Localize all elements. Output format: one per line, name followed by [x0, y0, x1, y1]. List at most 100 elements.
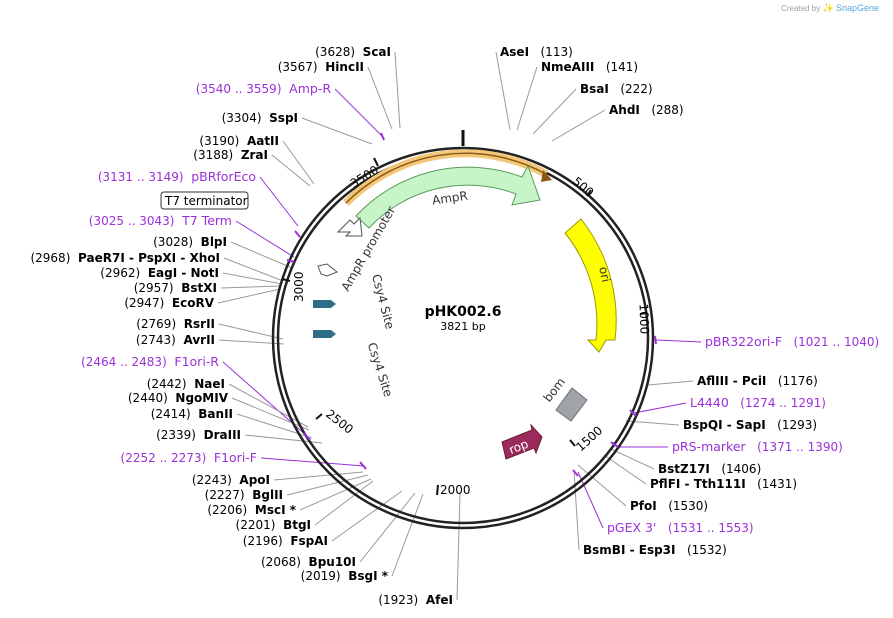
- site-position: (113): [541, 45, 573, 59]
- site-name: PflFI - Tth111I: [650, 477, 746, 491]
- csy4-site-a-feature[interactable]: [313, 300, 336, 308]
- site-label-left-3[interactable]: (3304) SspI: [222, 111, 298, 125]
- tick-1500: 1500: [573, 423, 605, 454]
- site-label-left-23[interactable]: (2206) MscI *: [207, 503, 296, 517]
- site-name: EcoRV: [172, 296, 215, 310]
- primer-label-left-15[interactable]: (2464 .. 2483) F1ori-R: [81, 354, 219, 369]
- site-label-left-14[interactable]: (2743) AvrII: [136, 333, 215, 347]
- site-position: (2068): [261, 555, 301, 569]
- scale-ticks: [281, 157, 648, 496]
- rop-feature[interactable]: [501, 423, 543, 460]
- site-label-right-5[interactable]: AflIII - PciI (1176): [697, 374, 818, 388]
- site-label-left-22[interactable]: (2227) BglII: [205, 488, 283, 502]
- site-name: BstZ17I: [658, 462, 710, 476]
- left-leader-line-28: [456, 493, 461, 601]
- site-name: pGEX 3': [607, 520, 656, 535]
- left-leader-line-24: [314, 480, 374, 526]
- t7-terminator-feature[interactable]: [317, 263, 338, 277]
- site-label-right-10[interactable]: PflFI - Tth111I (1431): [650, 477, 797, 491]
- site-label-right-0[interactable]: AseI (113): [500, 45, 573, 59]
- site-name: RsrII: [184, 317, 215, 331]
- site-position: (1530): [668, 499, 708, 513]
- site-label-left-21[interactable]: (2243) ApoI: [192, 473, 270, 487]
- site-label-left-11[interactable]: (2957) BstXI: [134, 281, 217, 295]
- site-label-left-27[interactable]: (2019) BsgI *: [301, 569, 389, 583]
- site-position: (1274 .. 1291): [740, 396, 826, 410]
- primer-label-left-7[interactable]: (3025 .. 3043) T7 Term: [89, 213, 232, 228]
- site-label-left-24[interactable]: (2201) BtgI: [236, 518, 311, 532]
- site-position: (3540 .. 3559): [196, 82, 282, 96]
- site-label-left-28[interactable]: (1923) AfeI: [378, 593, 453, 607]
- bom-feature[interactable]: [555, 387, 588, 422]
- site-label-left-26[interactable]: (2068) Bpu10I: [261, 555, 356, 569]
- plasmid-name: pHK002.6: [425, 304, 502, 320]
- site-label-left-19[interactable]: (2339) DraIII: [156, 428, 241, 442]
- site-name: ZraI: [241, 148, 268, 162]
- primer-label-left-20[interactable]: (2252 .. 2273) F1ori-F: [121, 450, 257, 465]
- primer-label-left-6[interactable]: (3131 .. 3149) pBRforEco: [98, 169, 256, 184]
- primer-label-right-12[interactable]: pGEX 3' (1531 .. 1553): [607, 520, 754, 535]
- site-name: BsaI: [580, 82, 609, 96]
- site-position: (2414): [151, 407, 191, 421]
- site-name: F1ori-R: [174, 354, 219, 369]
- site-name: T7 Term: [181, 213, 232, 228]
- site-label-left-8[interactable]: (3028) BlpI: [153, 235, 227, 249]
- site-name: AseI: [500, 45, 529, 59]
- site-label-left-0[interactable]: (3628) ScaI: [315, 45, 391, 59]
- primer-label-right-6[interactable]: L4440 (1274 .. 1291): [690, 395, 826, 410]
- site-position: (2339): [156, 428, 196, 442]
- site-name: pBRforEco: [191, 169, 256, 184]
- site-label-left-1[interactable]: (3567) HincII: [278, 60, 364, 74]
- ori-label: ori: [596, 265, 613, 283]
- site-position: (1371 .. 1390): [757, 440, 843, 454]
- branding-prefix: Created by: [781, 4, 821, 13]
- site-label-right-11[interactable]: PfoI (1530): [630, 499, 708, 513]
- site-label-left-25[interactable]: (2196) FspAI: [243, 534, 328, 548]
- selection-highlight-core: [345, 152, 547, 204]
- left-leader-line-0: [394, 51, 401, 129]
- site-position: (3025 .. 3043): [89, 214, 175, 228]
- primer-label-right-8[interactable]: pRS-marker (1371 .. 1390): [672, 439, 843, 454]
- ampr-promoter-feature[interactable]: [336, 216, 363, 237]
- site-label-left-16[interactable]: (2442) NaeI: [147, 377, 225, 391]
- left-leader-line-23: [299, 478, 372, 511]
- right-leader-line-9: [610, 448, 655, 470]
- site-name: NaeI: [194, 377, 225, 391]
- site-position: (1021 .. 1040): [793, 335, 879, 349]
- site-label-right-2[interactable]: BsaI (222): [580, 82, 653, 96]
- site-label-left-12[interactable]: (2947) EcoRV: [124, 296, 214, 310]
- site-label-right-7[interactable]: BspQI - SapI (1293): [683, 418, 817, 432]
- site-label-right-3[interactable]: AhdI (288): [609, 103, 684, 117]
- site-label-right-1[interactable]: NmeAIII (141): [541, 60, 638, 74]
- site-name: FspAI: [290, 534, 328, 548]
- csy4-site-b-label: Csy4 Site: [365, 341, 396, 399]
- site-label-right-13[interactable]: BsmBI - Esp3I (1532): [583, 543, 727, 557]
- site-label-left-17[interactable]: (2440) NgoMIV: [128, 391, 229, 405]
- left-leader-line-3: [301, 117, 373, 145]
- site-label-left-4[interactable]: (3190) AatII: [199, 134, 279, 148]
- csy4-site-b-feature[interactable]: [313, 330, 336, 338]
- left-leader-line-25: [331, 490, 403, 542]
- primer-label-right-4[interactable]: pBR322ori-F (1021 .. 1040): [705, 334, 879, 349]
- site-position: (1923): [378, 593, 418, 607]
- site-position: (1431): [757, 477, 797, 491]
- site-label-right-9[interactable]: BstZ17I (1406): [658, 462, 761, 476]
- site-label-left-10[interactable]: (2962) EagI - NotI: [100, 266, 219, 280]
- site-label-left-13[interactable]: (2769) RsrII: [136, 317, 215, 331]
- left-leader-line-22: [286, 474, 369, 496]
- site-position: (1406): [721, 462, 761, 476]
- site-label-left-5[interactable]: (3188) ZraI: [193, 148, 268, 162]
- site-position: (2957): [134, 281, 174, 295]
- site-label-left-18[interactable]: (2414) BanII: [151, 407, 233, 421]
- left-leader-line-16: [228, 383, 309, 428]
- site-name: AflIII - PciI: [697, 374, 766, 388]
- site-name: L4440: [690, 395, 729, 410]
- ampr-feature[interactable]: [355, 164, 541, 229]
- site-name: ScaI: [363, 45, 391, 59]
- site-position: (2243): [192, 473, 232, 487]
- right-leader-line-11: [577, 464, 627, 507]
- primer-label-left-2[interactable]: (3540 .. 3559) Amp-R: [196, 81, 332, 96]
- ori-feature[interactable]: [564, 218, 617, 353]
- site-label-left-9[interactable]: (2968) PaeR7I - PspXI - XhoI: [30, 251, 220, 265]
- selection-arrowhead: [541, 170, 552, 182]
